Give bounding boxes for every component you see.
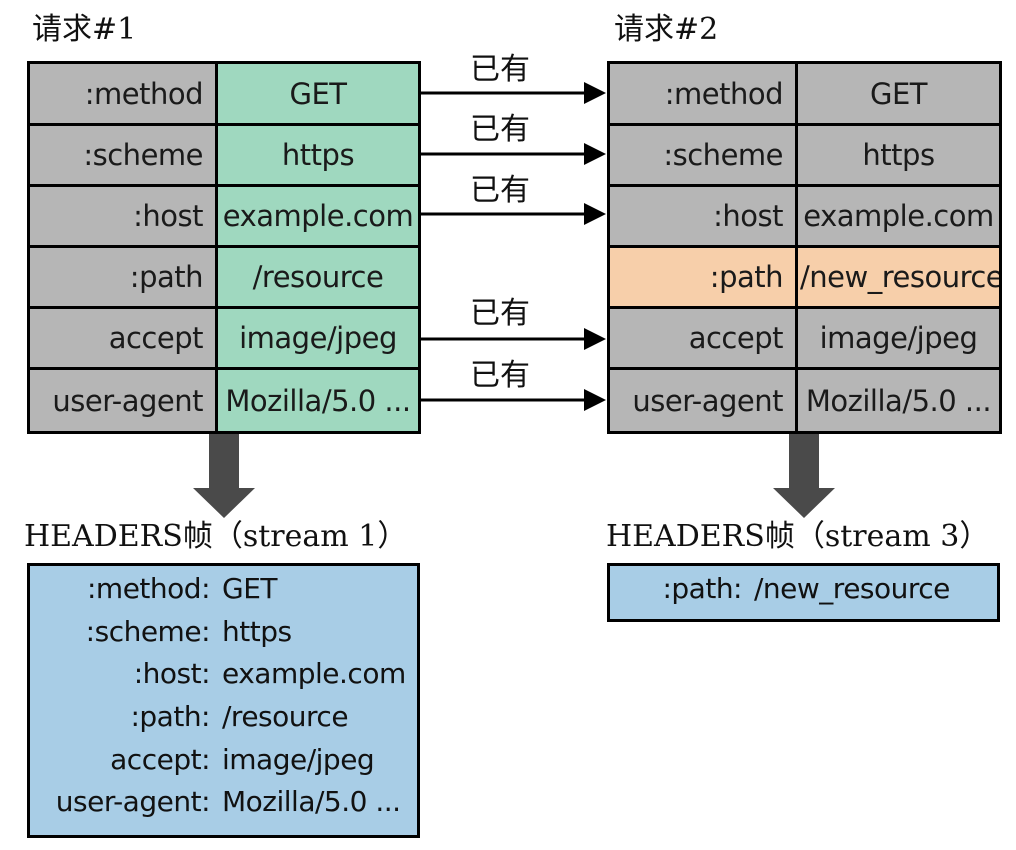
frame-value: /new_resource [754,572,950,605]
table-row-changed: :path /new_resource [610,248,999,306]
frame-key: :method: [87,572,211,605]
header-value: /new_resource [798,248,999,306]
header-key: accept [30,309,215,367]
header-value: https [798,126,999,184]
frame-row: :host: example.com [30,657,407,690]
frame-key: :path: [662,572,742,605]
header-value: /resource [218,248,418,306]
table-row: :method GET [30,64,418,123]
frame-value: GET [222,572,278,605]
header-key: :path [30,248,215,306]
table-row: user-agent Mozilla/5.0 ... [610,370,999,431]
headers-frame-3-title: HEADERS帧（stream 3） [606,519,990,554]
table-row: :path /resource [30,248,418,306]
header-key: accept [610,309,795,367]
frame-key: accept: [110,743,210,776]
frame-key: :host: [133,657,211,690]
frame-value: https [222,615,292,648]
header-value: Mozilla/5.0 ... [218,370,418,431]
header-value: example.com [218,187,418,245]
frame-row: accept: image/jpeg [30,743,375,776]
frame-key: user-agent: [55,785,211,818]
request-2-table: :method GET :scheme https :host example.… [607,61,1002,434]
headers-frame-stream-3: :path: /new_resource [607,563,1000,622]
table-row: accept image/jpeg [30,309,418,367]
table-row: :host example.com [30,187,418,245]
existing-label: 已有 [470,358,530,393]
header-key: user-agent [30,370,215,431]
header-value: GET [218,64,418,123]
header-value: Mozilla/5.0 ... [798,370,999,431]
arrow-head [584,328,606,350]
table-row: :scheme https [30,126,418,184]
table-row: :host example.com [610,187,999,245]
header-key: user-agent [610,370,795,431]
header-value: https [218,126,418,184]
frame-value: /resource [222,700,349,733]
frame-value: image/jpeg [222,743,375,776]
frame-row: user-agent: Mozilla/5.0 ... [30,785,401,818]
frame-row: :path: /new_resource [610,572,950,605]
table-row: :method GET [610,64,999,123]
frame-key: :path: [130,700,210,733]
header-key: :scheme [30,126,215,184]
table-row: accept image/jpeg [610,309,999,367]
headers-frame-stream-1: :method: GET :scheme: https :host: examp… [27,563,420,838]
down-arrow-left [193,434,255,518]
frame-row: :path: /resource [30,700,348,733]
existing-label: 已有 [470,173,530,208]
header-key: :path [610,248,795,306]
down-arrow-right [773,434,835,518]
request-2-title: 请求#2 [614,12,719,47]
frame-key: :scheme: [85,615,211,648]
existing-label: 已有 [470,112,530,147]
frame-value: Mozilla/5.0 ... [222,785,401,818]
frame-value: example.com [222,657,406,690]
frame-row: :method: GET [30,572,278,605]
request-1-title: 请求#1 [32,12,137,47]
header-value: example.com [798,187,999,245]
header-key: :host [610,187,795,245]
arrow-head [584,143,606,165]
frame-row: :scheme: https [30,615,292,648]
header-value: GET [798,64,999,123]
arrow-head [584,203,606,225]
existing-label: 已有 [470,52,530,87]
header-key: :host [30,187,215,245]
header-key: :scheme [610,126,795,184]
header-key: :method [610,64,795,123]
existing-label: 已有 [470,296,530,331]
table-row: :scheme https [610,126,999,184]
table-row: user-agent Mozilla/5.0 ... [30,370,418,431]
header-value: image/jpeg [218,309,418,367]
header-key: :method [30,64,215,123]
header-value: image/jpeg [798,309,999,367]
request-1-table: :method GET :scheme https :host example.… [27,61,421,434]
arrow-head [584,389,606,411]
headers-frame-1-title: HEADERS帧（stream 1） [24,519,408,554]
arrow-head [584,82,606,104]
